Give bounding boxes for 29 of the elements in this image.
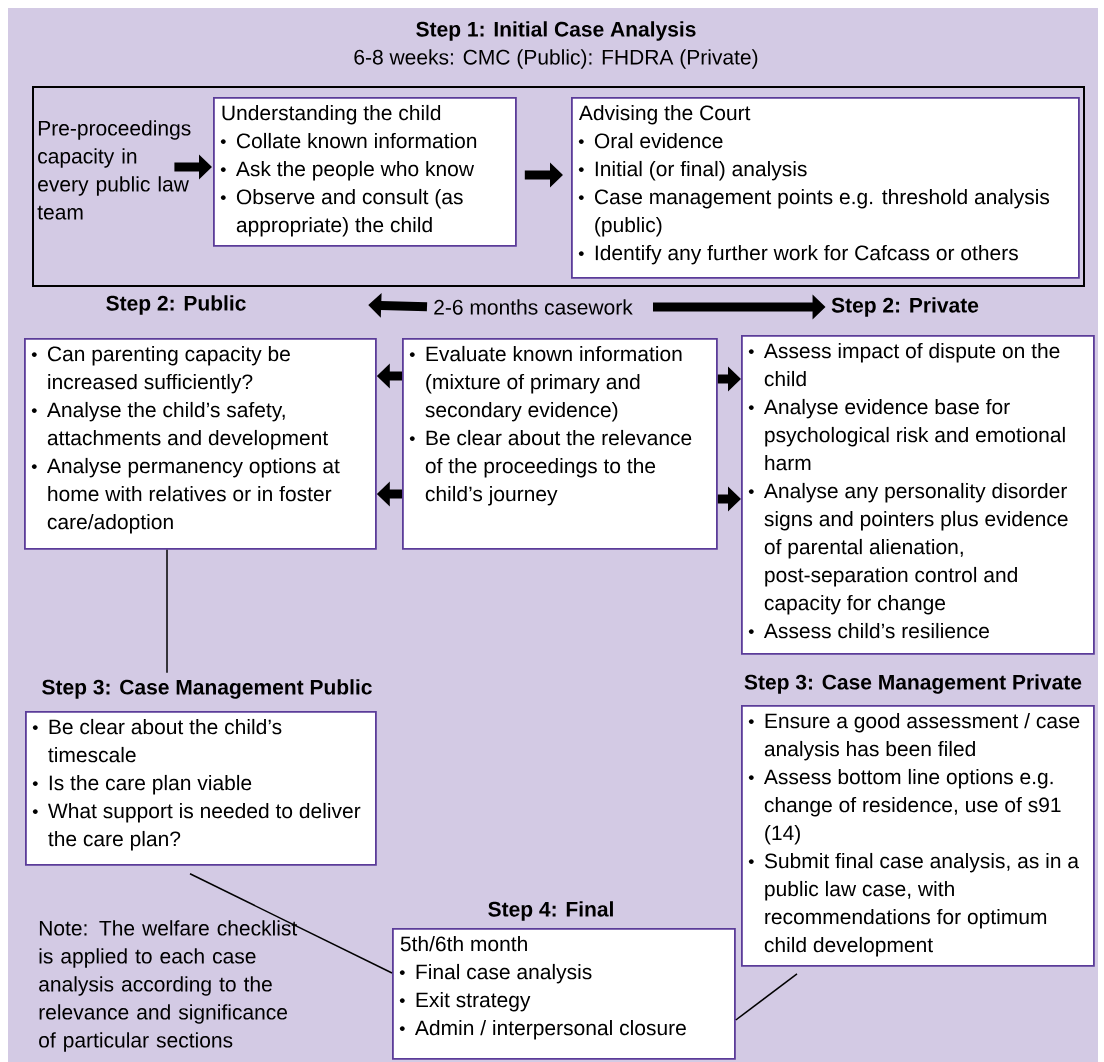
text-box: Be clear about the child’s timescale Is the care plan viable What support is needed to deliver the care plan?: [25, 711, 377, 866]
step-heading: Step 1: Initial Case Analysis: [416, 21, 696, 41]
text-box: 5th/6th month Final case analysis Exit strategy Admin / interpersonal closure: [392, 928, 736, 1060]
connector-line: [166, 549, 168, 674]
text-box: Evaluate known information (mixture of primary and secondary evidence) Be clear about the relevance of the proceedings to the child’s journey: [402, 338, 718, 550]
node-label: Assess child’s resilience: [763, 622, 989, 639]
node-label: Exit strategy: [416, 991, 531, 1012]
text-box: Can parenting capacity be increased sufficiently? Analyse the child’s safety, attachments and development Analyse permanency options at home with relatives or in foster care/adoption: [24, 338, 377, 550]
step-heading: Step 3: Case Management Public: [42, 679, 372, 699]
node-label: Admin / interpersonal closure: [414, 1019, 686, 1040]
label-text: Pre-proceedings capacity in every public law team: [37, 120, 191, 220]
label-text: 2-6 months casework: [434, 299, 633, 315]
connector-line: [189, 873, 393, 974]
step-heading: Step 2: Public: [106, 295, 246, 315]
node-label: 5th/6th month: [400, 935, 527, 952]
text-box: Assess impact of dispute on the child Analyse evidence base for psychological risk and emotional harm Analyse any personality disorder signs and pointers plus evidence of parental alienation, post-separation control and capacity for change Assess child’s resilience: [741, 335, 1095, 655]
node-label: Analyse evidence base for psychological risk and emotional harm: [763, 398, 1065, 471]
node-label: Final case analysis: [416, 963, 592, 984]
text-box: Ensure a good assessment / case analysis has been filed Assess bottom line options e.g. change of residence, use of s91 (14) Submit final case analysis, as in a public law case, with recommendations for optimum child development: [741, 705, 1095, 967]
connector-line: [735, 973, 798, 1021]
step-heading: 6-8 weeks: CMC (Public): FHDRA (Private): [354, 49, 758, 69]
node-label: Analyse any personality disorder signs and pointers plus evidence of parental alienation, post-separation control and capacity for change: [763, 482, 1068, 615]
step-heading: Step 3: Case Management Private: [744, 674, 1082, 694]
text-box: Advising the Court Oral evidence Initial (or final) analysis Case management points e.g. threshold analysis (public) Identify any further work for Cafcass or others: [571, 97, 1080, 279]
text-box: Understanding the child Collate known information Ask the people who know Observe and consult (as appropriate) the child: [213, 97, 517, 247]
node-label: Assess impact of dispute on the child: [763, 342, 1060, 387]
step-heading: Step 4: Final: [488, 901, 613, 921]
step-heading: Step 2: Private: [831, 297, 979, 317]
note-text: Note: The welfare checklist is applied to each case analysis according to the relevance and significance of particular sections: [39, 920, 298, 1052]
